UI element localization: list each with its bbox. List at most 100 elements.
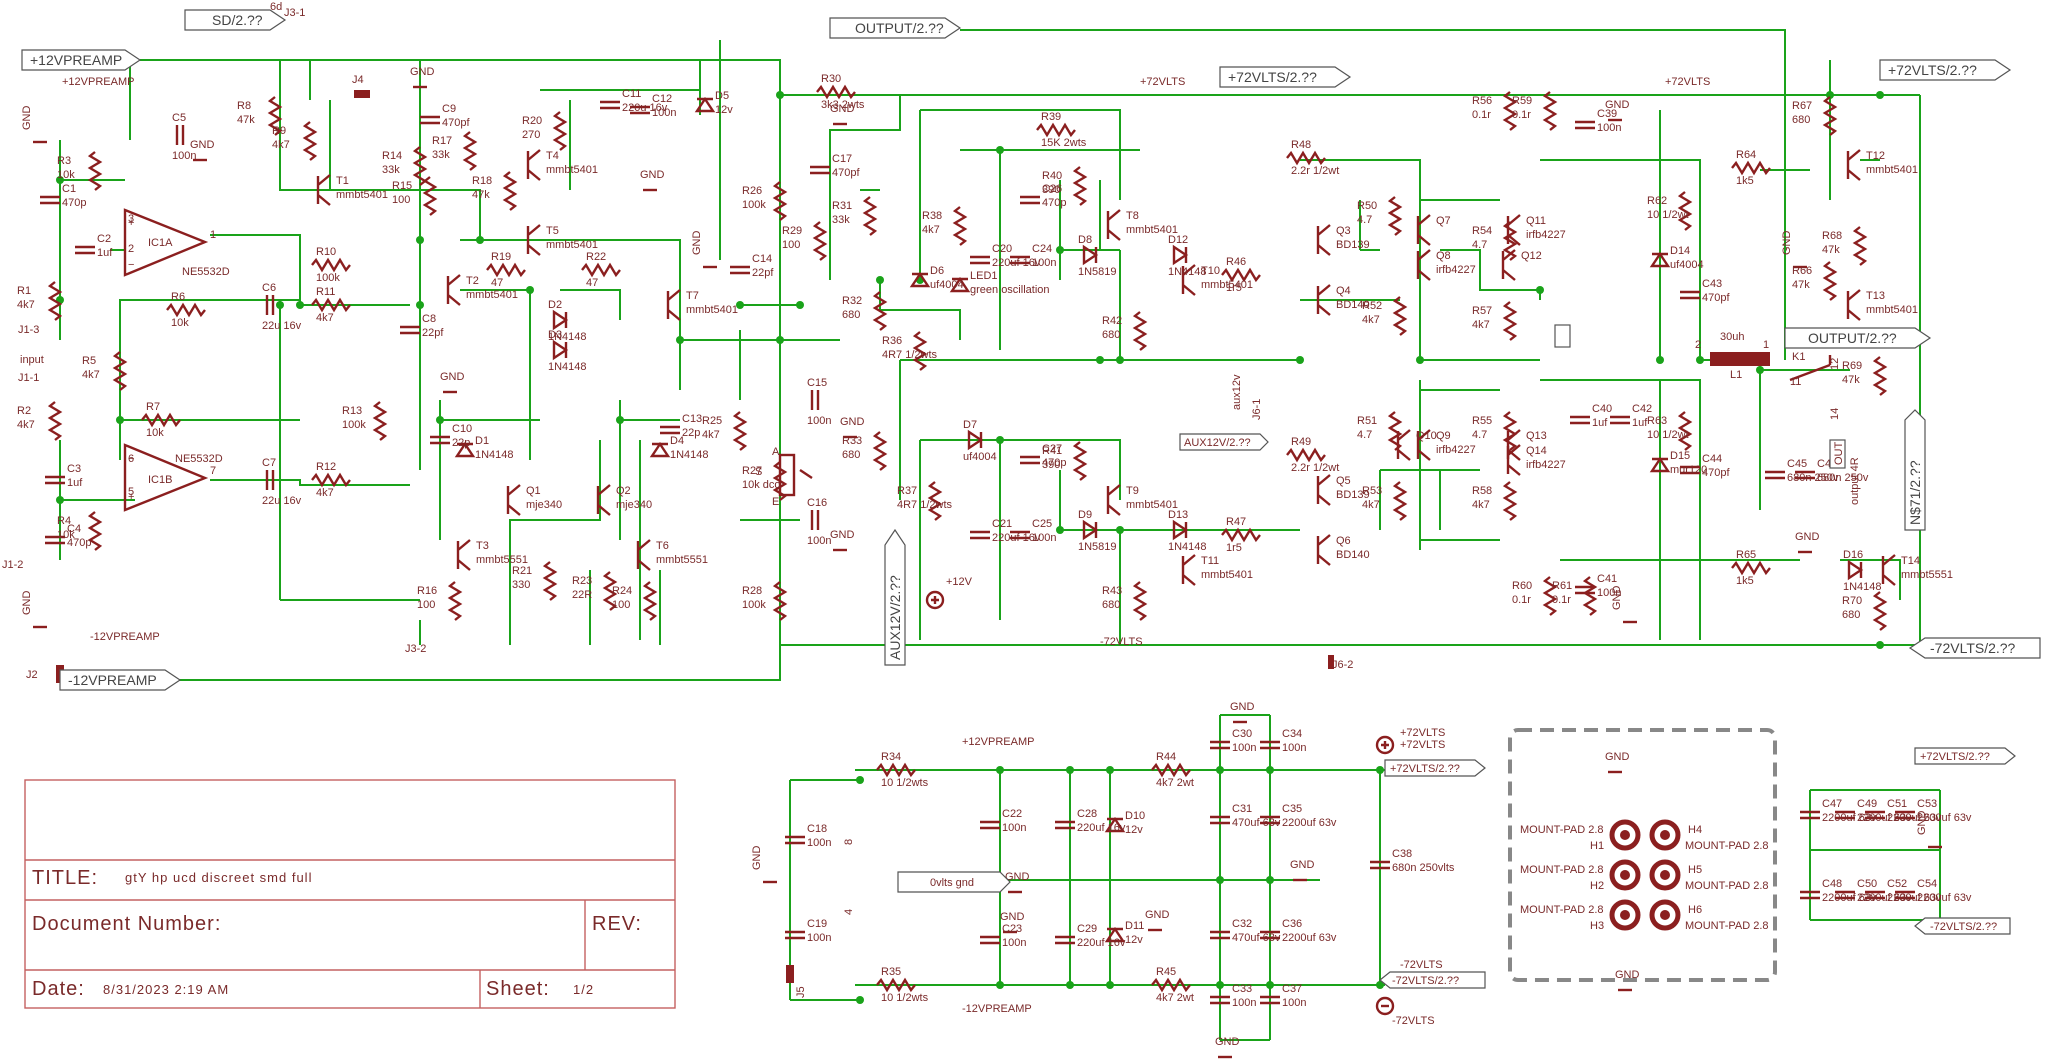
capacitor-c12 xyxy=(630,105,650,115)
capacitor-c45 xyxy=(1765,470,1785,480)
part-label: T3 xyxy=(476,540,489,552)
part-label: 390 xyxy=(1042,459,1060,471)
part-label: T5 xyxy=(546,225,559,237)
transistor-q12 xyxy=(1501,249,1516,281)
svg-text:+12VPREAMP: +12VPREAMP xyxy=(62,76,134,88)
resistor-r43 xyxy=(1132,581,1148,621)
svg-text:OUT: OUT xyxy=(1833,442,1845,466)
part-label: 1N5819 xyxy=(1078,541,1117,553)
part-label: GND xyxy=(1005,871,1030,883)
transistor-t5 xyxy=(526,224,541,256)
resistor-r1 xyxy=(47,281,63,321)
part-label: 100k xyxy=(742,599,766,611)
capacitor-c52 xyxy=(1865,890,1885,900)
part-label: 4R7 1/2wts xyxy=(897,499,953,511)
part-label: R39 xyxy=(1041,111,1061,123)
part-label: R56 xyxy=(1472,95,1492,107)
resistor-r46 xyxy=(1221,267,1261,283)
part-label: T9 xyxy=(1126,485,1139,497)
transistor-t2 xyxy=(446,274,461,306)
part-label: mmbt5401 xyxy=(336,189,388,201)
part-label: R23 xyxy=(572,575,592,587)
diode-led1 xyxy=(949,276,971,293)
part-label: 22p xyxy=(682,427,700,439)
port-zero-volts xyxy=(897,871,1011,893)
part-label: mmbt5401 xyxy=(1866,304,1918,316)
part-label: R65 xyxy=(1736,549,1756,561)
part-label: H3 xyxy=(1590,920,1604,932)
capacitor-c32 xyxy=(1210,930,1230,940)
part-label: T2 xyxy=(466,275,479,287)
title-label: TITLE: xyxy=(32,867,98,889)
svg-text:+72VLTS: +72VLTS xyxy=(1665,76,1710,88)
part-label: 22pf xyxy=(422,327,444,339)
part-label: 33k xyxy=(382,164,400,176)
part-label: GND xyxy=(440,371,465,383)
resistor-r20 xyxy=(552,111,568,151)
part-label: 1uf xyxy=(67,477,83,489)
port-plus72-psu xyxy=(1384,759,1486,777)
rev-label: REV: xyxy=(592,913,642,935)
part-label: BD139 xyxy=(1336,489,1370,501)
part-label: Q8 xyxy=(1436,250,1451,262)
capacitor-c31 xyxy=(1210,815,1230,825)
resistor-r31 xyxy=(862,196,878,236)
part-label: Q10 xyxy=(1416,430,1437,442)
part-label: C20 xyxy=(992,243,1012,255)
part-label: T11 xyxy=(1201,555,1219,567)
part-label: 680n 250vlts xyxy=(1392,862,1455,874)
part-label: 22p xyxy=(452,437,470,449)
resistor-r18 xyxy=(502,171,518,211)
transistor-q9 xyxy=(1416,429,1431,461)
resistor-r60 xyxy=(1542,576,1558,616)
part-label: green oscillation xyxy=(970,284,1050,296)
part-label: C11 xyxy=(622,88,641,100)
part-label: R12 xyxy=(316,461,336,473)
out-tag xyxy=(1829,439,1846,469)
part-label: R36 xyxy=(882,335,902,347)
part-label: C40 xyxy=(1592,403,1612,415)
transistor-t13 xyxy=(1846,289,1861,321)
part-label: 4k7 xyxy=(17,299,35,311)
part-label: T10 xyxy=(1201,265,1220,277)
svg-text:7: 7 xyxy=(210,465,216,477)
resistor-r57 xyxy=(1502,301,1518,341)
part-label: 1N4148 xyxy=(1843,581,1882,593)
part-label: R67 xyxy=(1792,100,1812,112)
part-label: 2200uf 63v xyxy=(1282,817,1337,829)
part-label: R62 xyxy=(1647,195,1667,207)
resistor-r61 xyxy=(1582,576,1598,616)
part-label: 47k xyxy=(1822,244,1840,256)
port-plus12v-preamp xyxy=(21,49,142,71)
capacitor-c24 xyxy=(1010,255,1030,265)
part-label: GND xyxy=(691,231,703,256)
sheet-value: 1/2 xyxy=(573,982,594,997)
part-label: R47 xyxy=(1226,516,1246,528)
part-label: R57 xyxy=(1472,305,1492,317)
part-label: 100n xyxy=(807,837,831,849)
svg-text:J1-1: J1-1 xyxy=(18,372,39,384)
resistor-r49 xyxy=(1286,447,1326,463)
part-label: R51 xyxy=(1357,415,1377,427)
capacitor-c37 xyxy=(1260,995,1280,1005)
svg-text:2: 2 xyxy=(128,243,134,255)
resistor-r70 xyxy=(1872,591,1888,631)
part-label: 100k xyxy=(316,272,340,284)
transistor-q10 xyxy=(1396,429,1411,461)
svg-text:+12V: +12V xyxy=(946,576,973,588)
part-label: R26 xyxy=(742,185,762,197)
diode-d9 xyxy=(1082,519,1099,541)
part-label: 4k7 xyxy=(316,312,334,324)
part-label: R66 xyxy=(1792,265,1812,277)
resistor-r55 xyxy=(1502,411,1518,451)
part-label: C17 xyxy=(832,153,852,165)
svg-text:J6-2: J6-2 xyxy=(1332,659,1353,671)
resistor-r47 xyxy=(1221,527,1261,543)
part-label: 1N4148 xyxy=(670,449,709,461)
svg-text:-72VLTS: -72VLTS xyxy=(1400,959,1443,971)
part-label: 10 1/2wt xyxy=(1647,429,1689,441)
part-label: 470pf xyxy=(1702,292,1730,304)
part-label: C39 xyxy=(1597,108,1617,120)
part-label: 10k xyxy=(146,427,164,439)
part-label: 220uf 16v xyxy=(1077,937,1126,949)
